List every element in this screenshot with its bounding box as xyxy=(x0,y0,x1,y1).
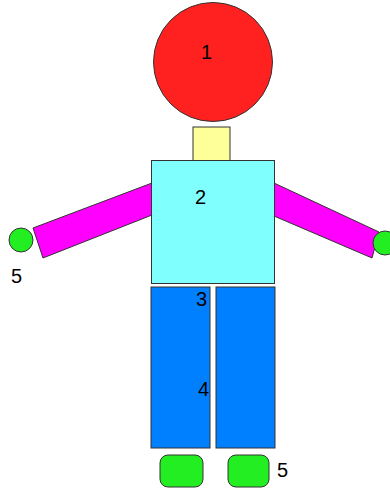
callout-number: 5 xyxy=(277,460,288,480)
right-hand xyxy=(373,231,390,255)
head-circle: 1 xyxy=(153,2,273,122)
left-leg xyxy=(151,287,210,448)
right-foot xyxy=(228,455,269,487)
callout-number: 4 xyxy=(198,379,209,399)
torso-shape xyxy=(152,161,275,284)
callout-number: 1 xyxy=(201,42,212,62)
left-hand xyxy=(9,228,33,252)
neck xyxy=(193,127,230,161)
callout-number: 2 xyxy=(195,187,206,207)
callout-number: 3 xyxy=(196,289,207,309)
right-arm xyxy=(274,183,379,258)
callout-number: 5 xyxy=(11,266,22,286)
torso-box: 2 xyxy=(151,160,275,284)
right-leg xyxy=(216,287,275,448)
left-arm xyxy=(33,183,152,258)
head-shape xyxy=(154,3,273,122)
left-foot xyxy=(160,455,203,487)
head-circle-outline xyxy=(153,2,273,122)
torso-box-outline xyxy=(151,160,275,284)
